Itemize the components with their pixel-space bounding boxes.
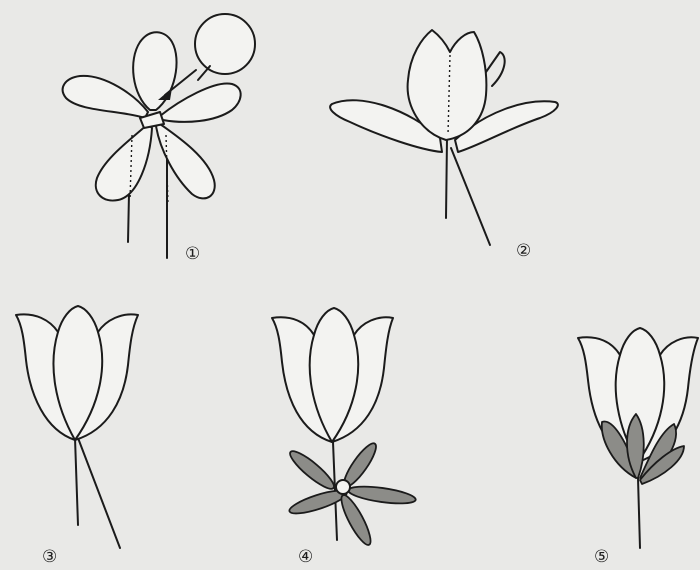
wire — [78, 438, 120, 548]
step-label-4: ④ — [298, 549, 313, 566]
step-label-2: ② — [516, 243, 531, 260]
step-label-1: ① — [185, 246, 200, 263]
step-3-figure — [16, 306, 138, 548]
stem — [638, 478, 640, 548]
step-5-figure — [578, 328, 698, 548]
step-label-3: ③ — [42, 549, 57, 566]
stem — [446, 138, 447, 218]
wire — [451, 148, 490, 245]
detail-circle — [195, 14, 255, 74]
detail-connector — [198, 66, 210, 80]
tulip-cup — [272, 308, 393, 442]
stem — [75, 438, 78, 525]
step-2-figure — [330, 30, 558, 245]
step-label-5: ⑤ — [594, 549, 609, 566]
leaf-center — [336, 480, 350, 494]
petal-lower-right — [156, 124, 215, 198]
leaf-3 — [347, 483, 416, 506]
leaf-1 — [286, 447, 338, 494]
step-1-figure — [63, 14, 255, 258]
bud-tip-petal — [486, 52, 505, 86]
tulip-cup — [16, 306, 138, 440]
step-4-figure — [272, 308, 417, 548]
petal-lower-left — [96, 124, 152, 201]
